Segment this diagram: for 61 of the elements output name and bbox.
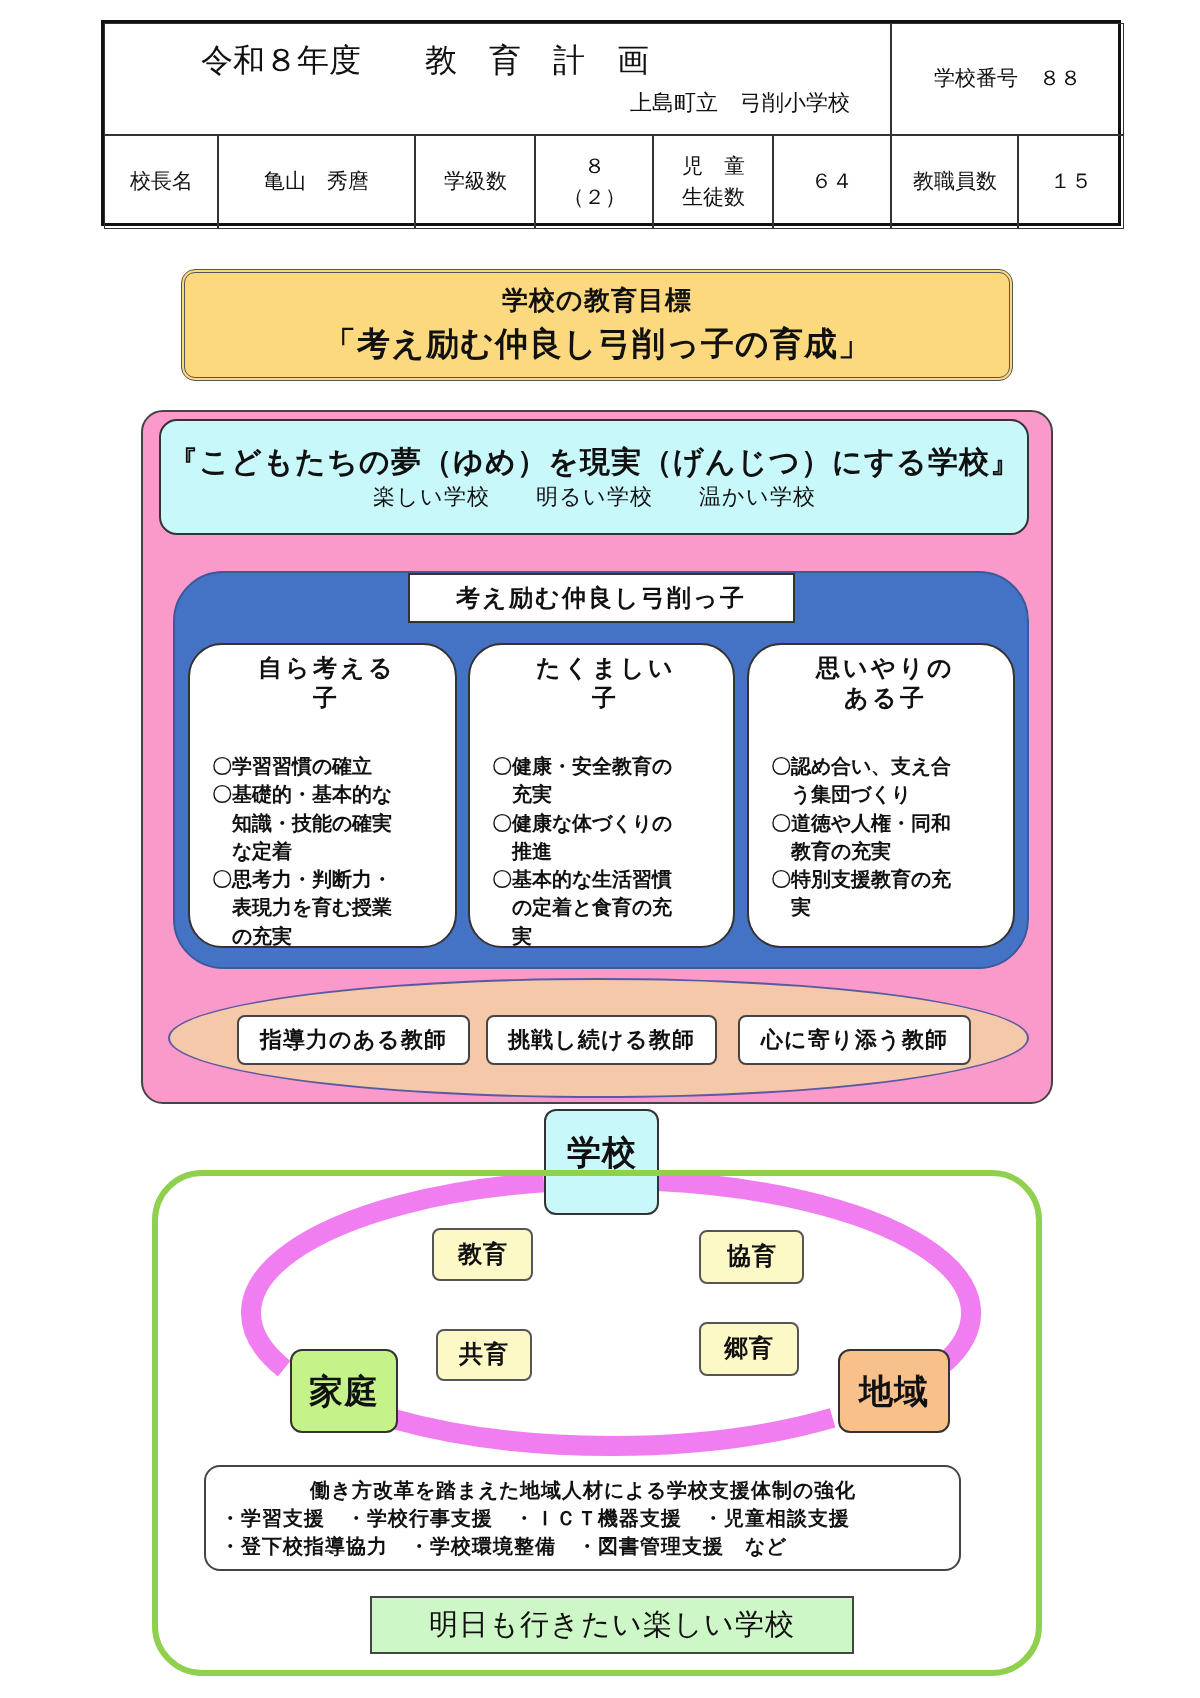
bullet-text: 〇認め合い、支え合う集団づくり xyxy=(771,754,952,809)
teacher-box xyxy=(237,1015,470,1065)
table-cell: ６４ xyxy=(773,135,891,229)
bullet-text: 〇基本的な生活習慣の定着と食育の充実 xyxy=(492,867,673,950)
box-text: 楽しい学校 明るい学校 温かい学校 xyxy=(372,483,816,512)
card-heading: 自ら考える子 xyxy=(256,653,397,713)
bullet-text: 〇健康な体づくりの推進 xyxy=(492,810,673,865)
table-cell: 亀山 秀麿 xyxy=(218,135,415,229)
box-text: 教育 xyxy=(457,1238,508,1270)
box-text: 郷育 xyxy=(724,1333,774,1365)
box-text: 協育 xyxy=(726,1241,777,1273)
box-text: ・学習支援 ・学校行事支援 ・ＩＣＴ機器支援 ・児童相談支援 xyxy=(220,1505,851,1531)
box-text: 共育 xyxy=(459,1339,509,1371)
message-box xyxy=(159,419,1029,535)
box-text: 挑戦し続ける教師 xyxy=(508,1025,695,1054)
box-text: 心に寄り添う教師 xyxy=(761,1025,948,1054)
trait-card xyxy=(468,643,735,948)
table-cell: 教職員数 xyxy=(891,135,1018,229)
box-text: ・登下校指導協力 ・学校環境整備 ・図書管理支援 など xyxy=(220,1533,788,1559)
education-box xyxy=(432,1228,533,1281)
teacher-box xyxy=(738,1015,971,1065)
box-text: 「考え励む仲良し弓削っ子の育成」 xyxy=(322,323,872,366)
frame-border xyxy=(152,1170,1042,1676)
box-text: 『こどもたちの夢（ゆめ）を現実（げんじつ）にする学校』 xyxy=(167,443,1021,482)
bullet-text: 〇学習習慣の確立 xyxy=(212,754,373,780)
trait-card xyxy=(747,643,1015,948)
bullet-text: 〇道徳や人権・同和教育の充実 xyxy=(771,810,952,865)
education-box xyxy=(436,1329,532,1381)
trait-card xyxy=(188,643,457,948)
table-cell: 学級数 xyxy=(415,135,535,229)
group-panel xyxy=(173,571,1029,969)
goal-box xyxy=(181,269,1013,381)
slogan-box xyxy=(370,1596,854,1654)
school-name: 上島町立 弓削小学校 xyxy=(630,89,850,117)
card-heading: たくましい子 xyxy=(535,653,676,713)
box-text: 働き方改革を踏まえた地域人材による学校支援体制の強化 xyxy=(308,1477,857,1503)
support-box xyxy=(204,1465,961,1571)
bullet-text: 〇特別支援教育の充実 xyxy=(771,867,952,922)
box-text: 指導力のある教師 xyxy=(260,1025,447,1054)
card-heading: 思いやりのある子 xyxy=(815,653,955,713)
box-text: 家庭 xyxy=(309,1369,379,1413)
title-text: 令和８年度 教 育 計 画 xyxy=(200,40,650,81)
box-text: 明日も行きたい楽しい学校 xyxy=(429,1606,795,1644)
school-box xyxy=(544,1109,659,1215)
panel-heading: 考え励む仲良し弓削っ子 xyxy=(407,573,795,623)
teacher-box xyxy=(486,1015,717,1065)
box-text: 地域 xyxy=(859,1369,929,1413)
education-box xyxy=(699,1230,804,1284)
table-cell: 校長名 xyxy=(104,135,218,229)
table-cell: １５ xyxy=(1018,135,1124,229)
table-cell: 児 童生徒数 xyxy=(653,135,773,229)
bullet-text: 〇健康・安全教育の充実 xyxy=(492,754,673,809)
community-box xyxy=(838,1349,950,1433)
box-text: 学校の教育目標 xyxy=(502,283,692,317)
table-cell: 学校番号 ８８ xyxy=(891,23,1124,135)
bullet-text: 〇思考力・判断力・表現力を育む授業の充実 xyxy=(212,867,393,950)
education-box xyxy=(699,1322,799,1376)
panel-background xyxy=(141,410,1053,1104)
table-cell: ８（２） xyxy=(535,135,653,229)
home-box xyxy=(290,1349,398,1433)
bullet-text: 〇基礎的・基本的な知識・技能の確実な定着 xyxy=(212,782,393,865)
